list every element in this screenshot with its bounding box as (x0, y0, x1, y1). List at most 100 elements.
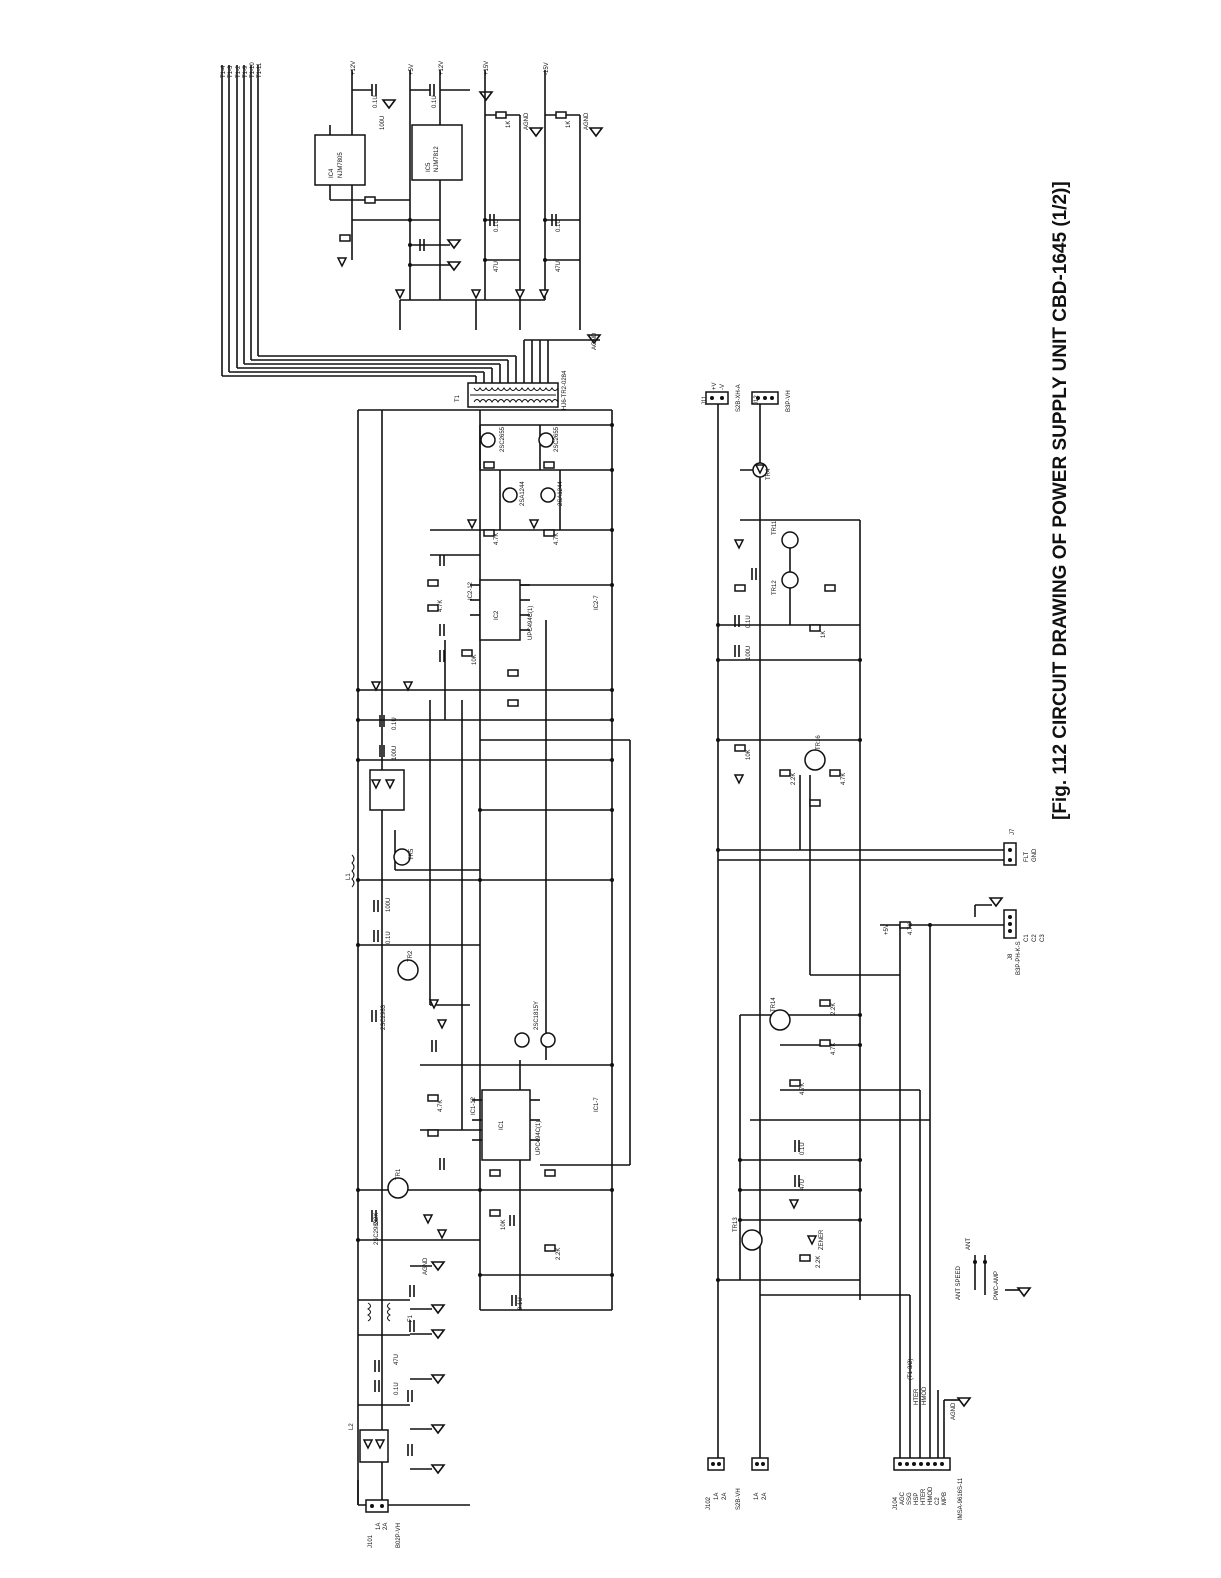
res-label: 10K (472, 654, 478, 665)
tap-label: T1-3 (228, 65, 234, 78)
driver-transistors: TR2 TR1 2SC2983 2SC2983 TR5 (371, 848, 448, 1245)
j101-pin: 1A (376, 1523, 382, 1530)
cap-label: 0.1U (518, 1297, 524, 1310)
connector-j104: J104 AGC SSG HSP HTER HMOD C2 MPB IMSA-9… (893, 1457, 964, 1520)
rail-label: +12V (351, 61, 357, 75)
j8-pin: C1 (1024, 934, 1030, 942)
tr4-label: TR4 (766, 468, 772, 480)
j102-part: S2B-VH (736, 1488, 742, 1510)
j8-part: B3P-PH-K-S (1016, 941, 1022, 975)
ic1-part: UPC494C(1) (536, 1121, 542, 1155)
j12-part: B3P-VH (786, 390, 792, 412)
main-bus-wiring (357, 409, 631, 1506)
ic2-label: IC2 (494, 610, 500, 620)
pwr-label: PWC-AMP (994, 1271, 1000, 1300)
j102-pin: 2A (722, 1493, 728, 1500)
tr-label: 2SA1244 (520, 481, 526, 506)
j7-label: J7 (1010, 828, 1016, 835)
j104-part: IMSA-9616S-11 (958, 1477, 964, 1520)
tap-labels: T1-4 T1-3 T1-2 T1-9 T1-10 T1-11 (221, 62, 263, 78)
cap-label: 47U (394, 1354, 400, 1365)
ant-label: ANT SPEED (956, 1265, 962, 1300)
tr2-label: TR2 (408, 950, 414, 962)
res-label: 4.7K (438, 1100, 444, 1112)
j102-pin: 1A (714, 1493, 720, 1500)
f1-label: F1 (408, 1314, 414, 1322)
connector-j11: J11 +V -V S2B-XH-A (702, 382, 742, 412)
j8-pin: C2 (1032, 934, 1038, 942)
figure-caption: [Fig. 112 CIRCUIT DRAWING OF POWER SUPPL… (1050, 181, 1071, 820)
j104-pin: HSP (914, 1493, 920, 1505)
ic2-pin-tag: IC2-7 (594, 595, 600, 610)
res-label: 4.7K (831, 1043, 837, 1055)
j11-pin: +V (712, 382, 718, 390)
ic1-label: IC1 (499, 1120, 505, 1130)
cap-label: 100U (746, 646, 752, 660)
j102-pin: 1A (754, 1493, 760, 1500)
res-label: 4.7K (554, 533, 560, 545)
res-label: 1K (821, 631, 827, 638)
cap-label: 0.1U (394, 1382, 400, 1395)
cap-label: 0.1U (373, 95, 379, 108)
ic2-tag: IC2-12 (468, 581, 474, 600)
connector-j101: J101 1A 2A B02P-VH (365, 1499, 402, 1548)
cap-label: 0.1U (386, 931, 392, 944)
agnd-label: AGND (592, 332, 598, 350)
mon-label: HTER (914, 1388, 920, 1405)
res-label: 10K (501, 1219, 507, 1230)
res-label: 2.2K (816, 1256, 822, 1268)
tr-label: 2SC2655 (500, 426, 506, 452)
lower-transistors: TR16 TR14 TR13 TR11 TR12 TR4 (733, 462, 911, 1262)
res-label: 4.7K (800, 1083, 806, 1095)
j104-pin: C2 (935, 1497, 941, 1505)
j104-pin: HMOD (928, 1486, 934, 1505)
cap-label: 0.1U (746, 615, 752, 628)
ic-reg2-part: NJM7812 (434, 146, 440, 172)
res-label: 4.7K (438, 600, 444, 612)
tap-label: T1-2 (236, 65, 242, 78)
j8-pin: C3 (1040, 934, 1046, 942)
cap-label: 100U (392, 746, 398, 760)
j104-pin: SSG (907, 1492, 913, 1505)
j102-pin: 2A (762, 1493, 768, 1500)
cap-label: 100U (380, 116, 386, 130)
rail-label: +5V (884, 924, 890, 935)
agnd-label: AGND (584, 112, 590, 130)
j7-pin: FLT (1024, 851, 1030, 862)
mon-label: HMOD (922, 1386, 928, 1405)
tr-label: 2SC1815Y (534, 1001, 540, 1030)
res-label: 2.2K (556, 1248, 562, 1260)
switching-section: 2SC2655 2SC2655 2SA1244 2SA1244 (466, 425, 564, 537)
cap-label: 47U (800, 1179, 806, 1190)
rail-label: +12V (439, 61, 445, 75)
signal-labels: HTER HMOD (T1-3/2) AGND ANT SPEED ANT PW… (884, 924, 1032, 1458)
ant-pin: ANT (966, 1238, 972, 1250)
transformer-secondary-leads (221, 65, 600, 383)
j104-label: J104 (893, 1496, 899, 1510)
ic-reg1-part: NJM7805 (338, 152, 344, 178)
agnd-label: AGND (423, 1257, 429, 1275)
cap-label: 100U (386, 898, 392, 912)
j102-label: J102 (706, 1496, 712, 1510)
j104-pin: AGC (900, 1491, 906, 1505)
res-label: 1K (566, 121, 572, 128)
rail-label: +5V (409, 64, 415, 75)
cap-label: 0.1U (556, 219, 562, 232)
j101-label: J101 (368, 1534, 374, 1548)
lower-board-wiring (717, 395, 1010, 1460)
ic-reg1-label: IC4 (329, 168, 335, 178)
j11-pin: -V (720, 384, 726, 390)
tr5-label: TR5 (409, 848, 415, 860)
tr-label: 2SA1244 (558, 481, 564, 506)
tap-label: T1-11 (257, 62, 263, 78)
j104-pin: MPB (942, 1492, 948, 1505)
res-label: 10K (746, 749, 752, 760)
tr-label: 2SC2983 (374, 1219, 380, 1245)
tr11-label: TR11 (772, 520, 778, 535)
j8-label: J8 (1008, 953, 1014, 960)
value-labels: 0.1U 100U 0.1U 1K 1K 0.1U 0.1U 47U 47U 4… (349, 95, 914, 1430)
tr12-label: TR12 (772, 580, 778, 595)
cap-label: 47U (556, 261, 562, 272)
cap-label: 0.1U (392, 717, 398, 730)
